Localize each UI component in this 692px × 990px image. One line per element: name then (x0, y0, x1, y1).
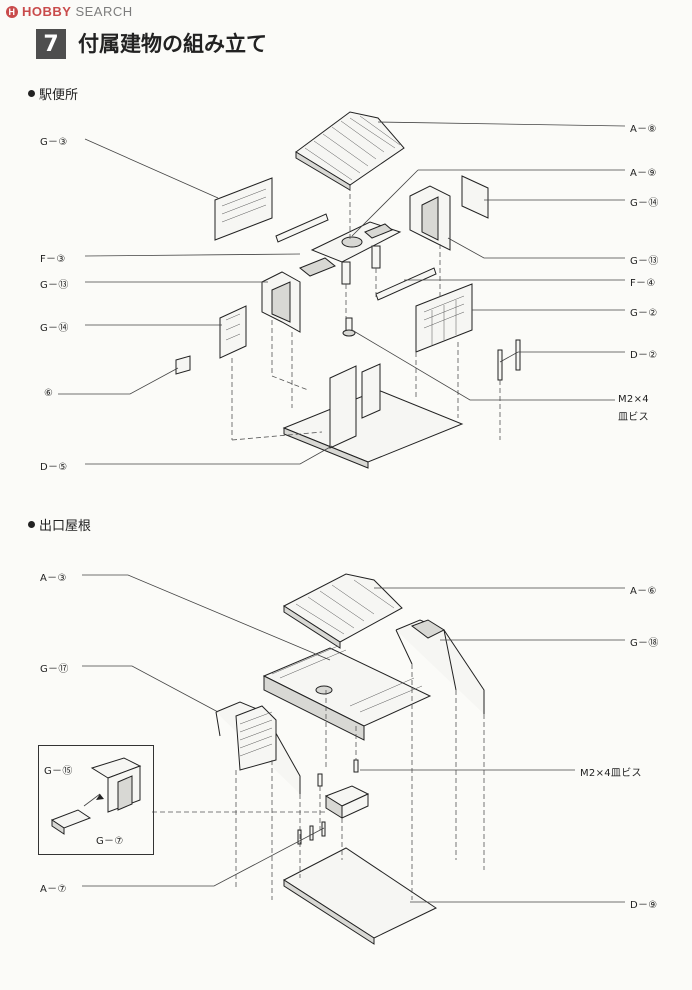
callout-g15: G－⑮ (44, 766, 73, 777)
frame-g18-part (395, 619, 485, 714)
callout-d9: D－⑨ (630, 900, 658, 911)
page-title: 付属建物の組み立て (78, 32, 267, 56)
wall-g14-left-part (219, 305, 247, 359)
base-plate-d9-part (283, 847, 438, 945)
callout-a8: A－⑧ (630, 124, 657, 135)
wall-g3-part (214, 177, 273, 241)
callout-m2x4-screw: M2×4皿ビス (580, 768, 642, 779)
callout-f3: F－③ (40, 254, 66, 265)
strip-f4-part (375, 267, 437, 301)
step-number: 7 (36, 29, 66, 59)
alignment-dashes-bottom (152, 664, 485, 900)
callout-6: ⑥ (44, 388, 54, 399)
watermark-brand-a: HOBBY (22, 4, 72, 19)
screws-m2x4-bottom (317, 759, 359, 787)
strip-f3-part (275, 213, 329, 243)
callout-g3: G－③ (40, 137, 68, 148)
leader-lines-top (58, 121, 626, 465)
callout-d2: D－② (630, 350, 658, 361)
callout-f4: F－④ (630, 278, 656, 289)
base-plate-d5-part (282, 363, 464, 469)
callout-m2x4-line1: M2×4 (618, 394, 649, 405)
callout-a6: A－⑥ (630, 586, 657, 597)
wall-g2-part (415, 283, 473, 353)
callout-m2x4-line2: 皿ビス (618, 412, 649, 423)
alignment-dashes-top (231, 186, 501, 441)
wall-g13-left-part (261, 271, 301, 333)
frame-g17-part (215, 701, 301, 794)
roof-a8-part (295, 111, 405, 191)
leader-lines-bottom (82, 574, 625, 903)
wall-g13-right-part (409, 185, 451, 251)
pins-a7-part (297, 821, 326, 845)
bullet-icon (28, 521, 35, 528)
block-g15-g7-assembled (324, 785, 370, 819)
callout-g13-left: G－⑬ (40, 280, 69, 291)
pins-d2-part (497, 339, 521, 381)
bullet-icon (28, 90, 35, 97)
roof-a6-part (283, 573, 403, 649)
callout-a9: A－⑨ (630, 168, 657, 179)
part-6-square (175, 355, 191, 375)
hobby-search-watermark: H HOBBY SEARCH (6, 4, 133, 19)
callout-d5: D－⑤ (40, 462, 68, 473)
callout-g7: G－⑦ (96, 836, 124, 847)
floor-a3-part (262, 645, 432, 741)
inset-detail-frame (38, 745, 154, 855)
wall-g14-right-part (461, 175, 489, 219)
hobby-search-logo-icon: H (6, 5, 18, 18)
watermark-brand-b: SEARCH (75, 4, 133, 19)
section-heading-station-toilet: 駅便所 (28, 84, 78, 103)
callout-g14-right: G－⑭ (630, 198, 659, 209)
callout-g2: G－② (630, 308, 658, 319)
section-heading-exit-roof: 出口屋根 (28, 515, 91, 534)
callout-g13-right: G－⑬ (630, 256, 659, 267)
callout-a7: A－⑦ (40, 884, 67, 895)
callout-g14-left: G－⑭ (40, 323, 69, 334)
section-heading-label: 駅便所 (39, 88, 79, 103)
callout-g17: G－⑰ (40, 664, 69, 675)
callout-a3: A－③ (40, 573, 67, 584)
base-a9-part (299, 221, 402, 285)
screw-m2x4-top (342, 317, 356, 337)
section-heading-label: 出口屋根 (39, 519, 92, 534)
callout-g18: G－⑱ (630, 638, 659, 649)
inset-g15-g7-drawing (50, 757, 142, 835)
